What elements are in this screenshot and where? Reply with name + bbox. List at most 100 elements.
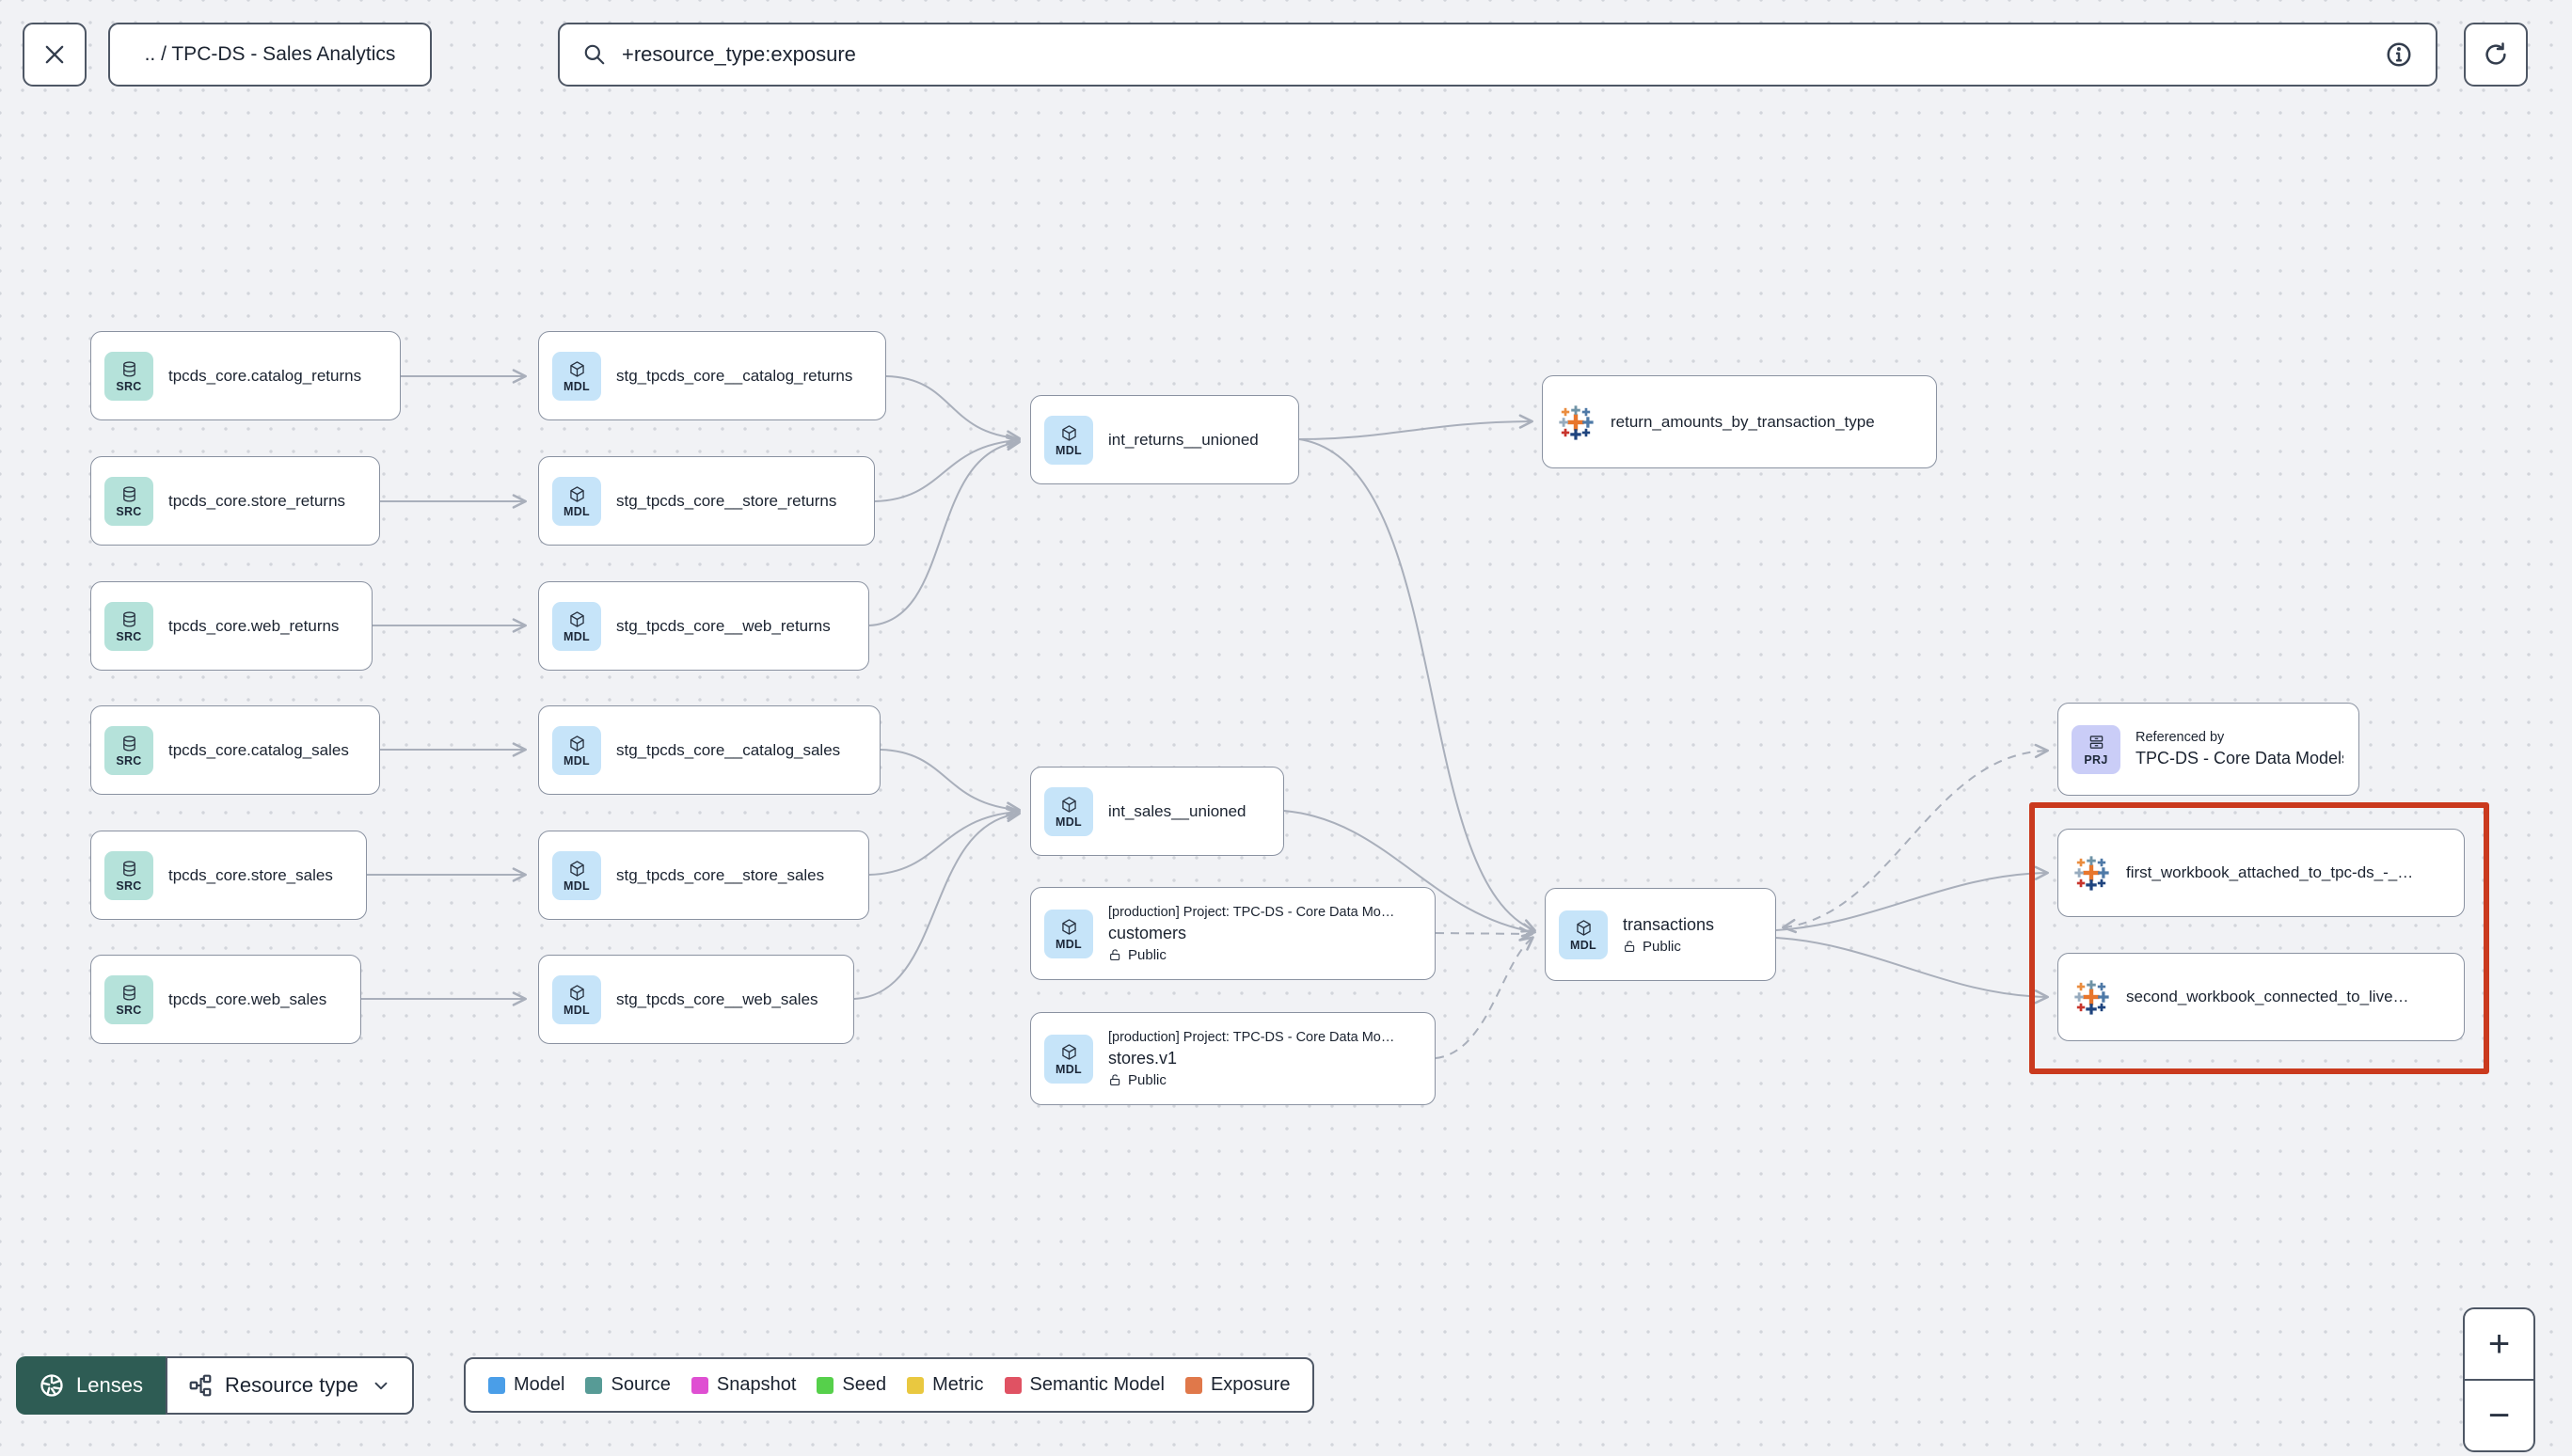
node-exposure-return-amounts[interactable]: return_amounts_by_transaction_type (1542, 375, 1937, 468)
breadcrumb[interactable]: .. / TPC-DS - Sales Analytics (108, 23, 432, 87)
lens-controls: Lenses Resource type (16, 1356, 414, 1415)
search-icon (584, 44, 605, 65)
lineage-edge (868, 805, 1021, 876)
lineage-edge (880, 749, 1021, 816)
node-project-line: [production] Project: TPC-DS - Core Data… (1108, 1029, 1395, 1045)
model-badge: MDL (552, 351, 601, 401)
legend-label: Exposure (1210, 1374, 1291, 1395)
zoom-out-button[interactable]: − (2487, 1394, 2511, 1436)
node-visibility: Public (1108, 1072, 1394, 1088)
resource-type-dropdown[interactable]: Resource type (165, 1356, 414, 1415)
node-label: tpcds_core.catalog_sales (168, 740, 349, 759)
legend-item-snapshot: Snapshot (691, 1374, 797, 1396)
node-title: customers (1108, 923, 1187, 942)
close-button[interactable] (23, 23, 87, 87)
node-exposure-first-workbook[interactable]: first_workbook_attached_to_tpc-ds_-_… (2057, 829, 2465, 917)
resource-type-label: Resource type (224, 1373, 358, 1397)
legend-chip (691, 1376, 708, 1394)
node-exposure-second-workbook[interactable]: second_workbook_connected_to_live… (2057, 953, 2465, 1041)
unlock-icon (1110, 948, 1120, 960)
node-label: return_amounts_by_transaction_type (1611, 412, 1875, 431)
refresh-icon (2485, 42, 2506, 65)
legend-chip (817, 1376, 834, 1394)
unlock-icon (1625, 940, 1635, 952)
lineage-edge (1775, 937, 2049, 1005)
unlock-icon (1110, 1073, 1120, 1085)
node-stores-v1[interactable]: MDL[production] Project: TPC-DS - Core D… (1030, 1012, 1436, 1105)
chevron-down-icon (374, 1382, 388, 1390)
zoom-controls: + − (2463, 1307, 2535, 1452)
node-label: int_sales__unioned (1108, 801, 1246, 820)
lineage-edge (1775, 865, 2049, 931)
legend-item-metric: Metric (907, 1374, 984, 1396)
zoom-in-button[interactable]: + (2465, 1309, 2533, 1381)
refresh-button[interactable] (2464, 23, 2528, 87)
model-badge: MDL (552, 476, 601, 526)
lineage-edge (1435, 936, 1534, 1059)
node-src-web-returns[interactable]: SRC tpcds_core.web_returns (90, 581, 373, 671)
node-title: stores.v1 (1108, 1048, 1178, 1068)
source-badge: SRC (104, 601, 153, 651)
aperture-icon (40, 1374, 63, 1397)
legend-item-exposure: Exposure (1184, 1374, 1291, 1396)
node-label: stg_tpcds_core__web_sales (616, 989, 818, 1008)
legend-chip (1004, 1376, 1022, 1394)
search-input[interactable]: +resource_type:exposure (622, 42, 856, 66)
node-label: int_returns__unioned (1108, 430, 1259, 449)
lineage-edge (874, 434, 1021, 502)
legend-label: Model (514, 1374, 565, 1395)
node-subtitle: Referenced by (2135, 730, 2225, 745)
source-badge: SRC (104, 974, 153, 1024)
legend-item-seed: Seed (817, 1374, 886, 1396)
node-label: stg_tpcds_core__store_returns (616, 491, 837, 510)
tableau-icon (2074, 856, 2109, 891)
legend-item-source: Source (585, 1374, 671, 1396)
node-label: first_workbook_attached_to_tpc-ds_-_… (2126, 863, 2414, 881)
legend-chip (585, 1376, 603, 1394)
search-bar[interactable]: +resource_type:exposure (558, 23, 2437, 87)
node-label: second_workbook_connected_to_live… (2126, 988, 2409, 1005)
project-badge: PRJ (2072, 724, 2120, 774)
lineage-edge (1298, 438, 1536, 933)
legend-item-semantic-model: Semantic Model (1004, 1374, 1165, 1396)
source-badge: SRC (104, 351, 153, 401)
node-visibility: Public (1623, 939, 1714, 955)
lenses-button[interactable]: Lenses (16, 1356, 166, 1415)
lineage-edge (868, 435, 1021, 626)
info-icon[interactable] (2385, 40, 2413, 69)
source-badge: SRC (104, 476, 153, 526)
node-label: tpcds_core.web_returns (168, 616, 340, 635)
node-src-web-sales[interactable]: SRC tpcds_core.web_sales (90, 955, 361, 1044)
node-label: stg_tpcds_core__catalog_sales (616, 740, 841, 759)
legend-label: Snapshot (716, 1374, 797, 1395)
node-stg-store-returns[interactable]: MDL stg_tpcds_core__store_returns (538, 456, 875, 546)
node-customers[interactable]: MDL[production] Project: TPC-DS - Core D… (1030, 887, 1436, 980)
breadcrumb-label: .. / TPC-DS - Sales Analytics (144, 43, 396, 65)
model-badge: MDL (552, 850, 601, 900)
legend-label: Source (611, 1374, 671, 1395)
node-label: stg_tpcds_core__web_returns (616, 616, 831, 635)
legend-item-model: Model (488, 1374, 564, 1396)
legend-label: Metric (932, 1374, 984, 1395)
node-visibility: Public (1108, 947, 1394, 963)
lineage-edge (1298, 414, 1533, 440)
node-label: tpcds_core.web_sales (168, 989, 327, 1008)
lineage-edge (1435, 926, 1533, 942)
lineage-edge (1782, 743, 2049, 934)
legend-label: Seed (842, 1374, 887, 1395)
legend-chip (1184, 1376, 1202, 1394)
